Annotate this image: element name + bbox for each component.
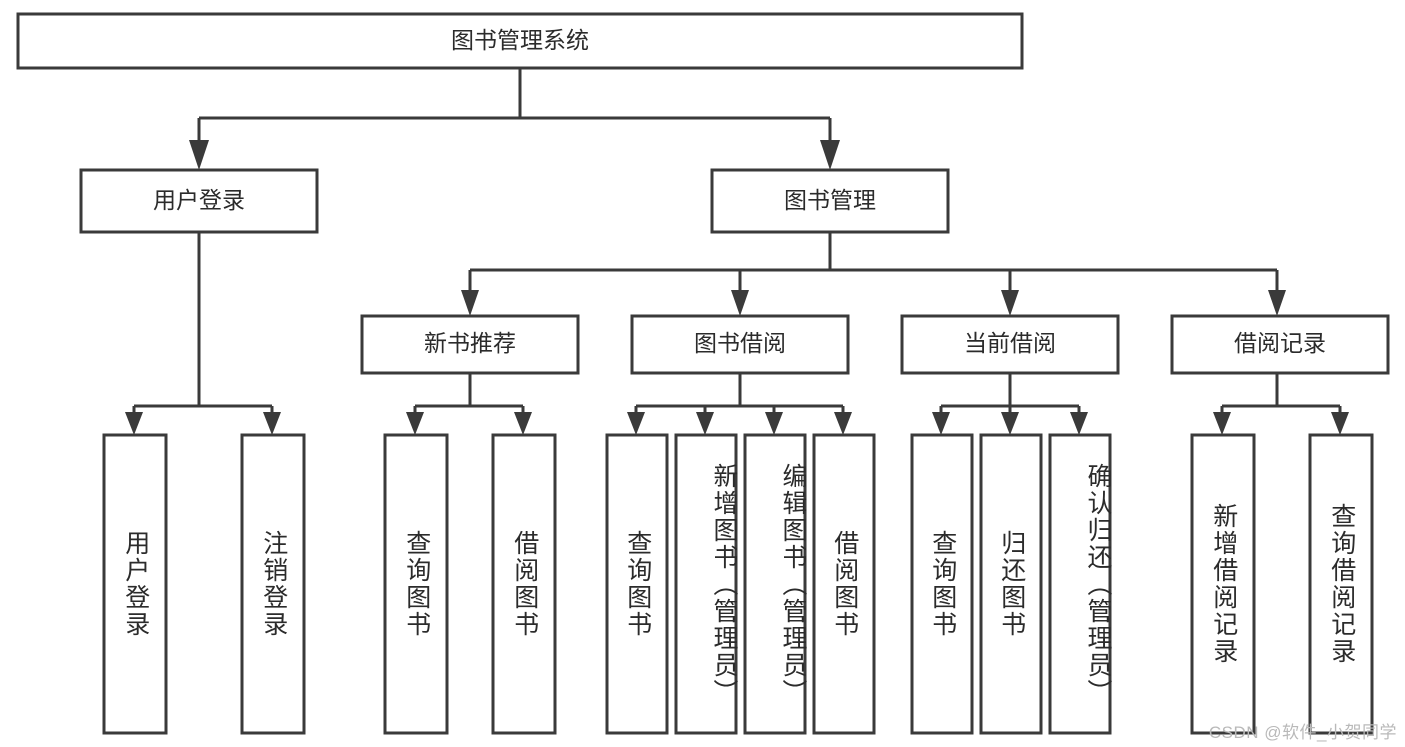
leaf-box-user-logout[interactable]: [240, 433, 306, 735]
leaf-box-borrow-edit[interactable]: [743, 433, 807, 735]
leaf-box-borrow-add[interactable]: [674, 433, 738, 735]
node-user-login-box[interactable]: [79, 168, 319, 234]
arrow-head-icon: [1001, 290, 1019, 316]
node-root[interactable]: 图书管理系统: [16, 12, 1024, 70]
arrow-head-icon: [932, 412, 950, 435]
watermark-text: CSDN @软件_小贺同学: [1208, 723, 1397, 742]
arrow-head-icon: [1213, 412, 1231, 435]
node-user-login-label: 用户登录: [153, 187, 245, 213]
arrow-head-icon: [820, 140, 840, 170]
leaf-box-borrow-query[interactable]: [605, 433, 669, 735]
arrow-head-icon: [765, 412, 783, 435]
leaf-box-user-login[interactable]: [102, 433, 168, 735]
arrow-head-icon: [1331, 412, 1349, 435]
connector-newbook-to-leaves: [406, 373, 532, 435]
arrow-head-icon: [263, 412, 281, 435]
leaf-boxes: [102, 433, 1374, 735]
node-new-book-recommend-box[interactable]: [360, 314, 580, 375]
node-borrow-record[interactable]: 借阅记录: [1170, 314, 1390, 375]
node-new-book-recommend[interactable]: 新书推荐: [360, 314, 580, 375]
connector-currentborrow-to-leaves: [932, 373, 1088, 435]
node-current-borrow-box[interactable]: [900, 314, 1120, 375]
node-borrow-record-box[interactable]: [1170, 314, 1390, 375]
arrow-head-icon: [514, 412, 532, 435]
leaf-box-record-query[interactable]: [1308, 433, 1374, 735]
node-book-borrow-box[interactable]: [630, 314, 850, 375]
arrow-head-icon: [696, 412, 714, 435]
arrow-head-icon: [834, 412, 852, 435]
node-borrow-record-label: 借阅记录: [1234, 330, 1326, 356]
node-book-management[interactable]: 图书管理: [710, 168, 950, 234]
arrow-head-icon: [731, 290, 749, 316]
arrow-head-icon: [1001, 412, 1019, 435]
connector-userlogin-to-leaves: [125, 232, 281, 435]
node-new-book-recommend-label: 新书推荐: [424, 330, 516, 356]
arrow-head-icon: [627, 412, 645, 435]
arrow-head-icon: [189, 140, 209, 170]
node-book-management-box[interactable]: [710, 168, 950, 234]
connector-root-to-level2: [189, 68, 840, 170]
connector-books-to-level3: [461, 232, 1286, 316]
node-book-borrow[interactable]: 图书借阅: [630, 314, 850, 375]
node-current-borrow-label: 当前借阅: [964, 330, 1056, 356]
leaf-box-borrow-lend[interactable]: [812, 433, 876, 735]
node-book-borrow-label: 图书借阅: [694, 330, 786, 356]
arrow-head-icon: [1070, 412, 1088, 435]
connector-borrowrecord-to-leaves: [1213, 373, 1349, 435]
arrow-head-icon: [461, 290, 479, 316]
leaf-box-record-add[interactable]: [1190, 433, 1256, 735]
node-book-management-label: 图书管理: [784, 187, 876, 213]
node-user-login[interactable]: 用户登录: [79, 168, 319, 234]
node-root-box[interactable]: [16, 12, 1024, 70]
leaf-box-current-query[interactable]: [910, 433, 974, 735]
leaf-box-newbook-query[interactable]: [383, 433, 449, 735]
arrow-head-icon: [1268, 290, 1286, 316]
node-root-label: 图书管理系统: [451, 27, 589, 53]
arrow-head-icon: [406, 412, 424, 435]
arrow-head-icon: [125, 412, 143, 435]
leaf-box-current-return[interactable]: [979, 433, 1043, 735]
connector-bookborrow-to-leaves: [627, 373, 852, 435]
leaf-box-current-confirm[interactable]: [1048, 433, 1112, 735]
node-current-borrow[interactable]: 当前借阅: [900, 314, 1120, 375]
leaf-box-newbook-borrow[interactable]: [491, 433, 557, 735]
